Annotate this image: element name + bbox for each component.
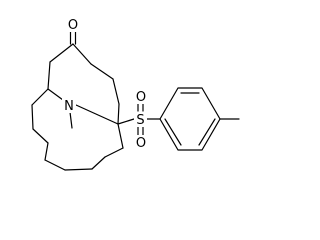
sulfonyl-group: [117, 103, 161, 136]
atom-label-carbonyl-oxygen: O: [66, 17, 80, 33]
atom-label-sulfonyl-oxygen-top: O: [134, 89, 148, 105]
sulfonyl-oxygen-bottom-text: O: [136, 136, 146, 151]
nitrogen-text: N: [64, 99, 74, 114]
tolyl-ring: [159, 87, 221, 151]
sulfur-text: S: [136, 113, 144, 128]
carbonyl-oxygen-text: O: [68, 18, 78, 33]
chemical-structure: O N S O O: [31, 17, 240, 171]
nitrogen-bridge: [47, 88, 119, 129]
macrocycle-lower-chain: [31, 88, 124, 171]
carbonyl-bond: [69, 31, 77, 45]
atom-label-nitrogen: N: [62, 98, 76, 114]
sulfonyl-oxygen-top-text: O: [136, 90, 146, 105]
atom-label-sulfonyl-oxygen-bottom: O: [134, 135, 148, 151]
atom-label-sulfur: S: [134, 112, 147, 128]
macrocycle-upper-arm: [47, 43, 120, 125]
